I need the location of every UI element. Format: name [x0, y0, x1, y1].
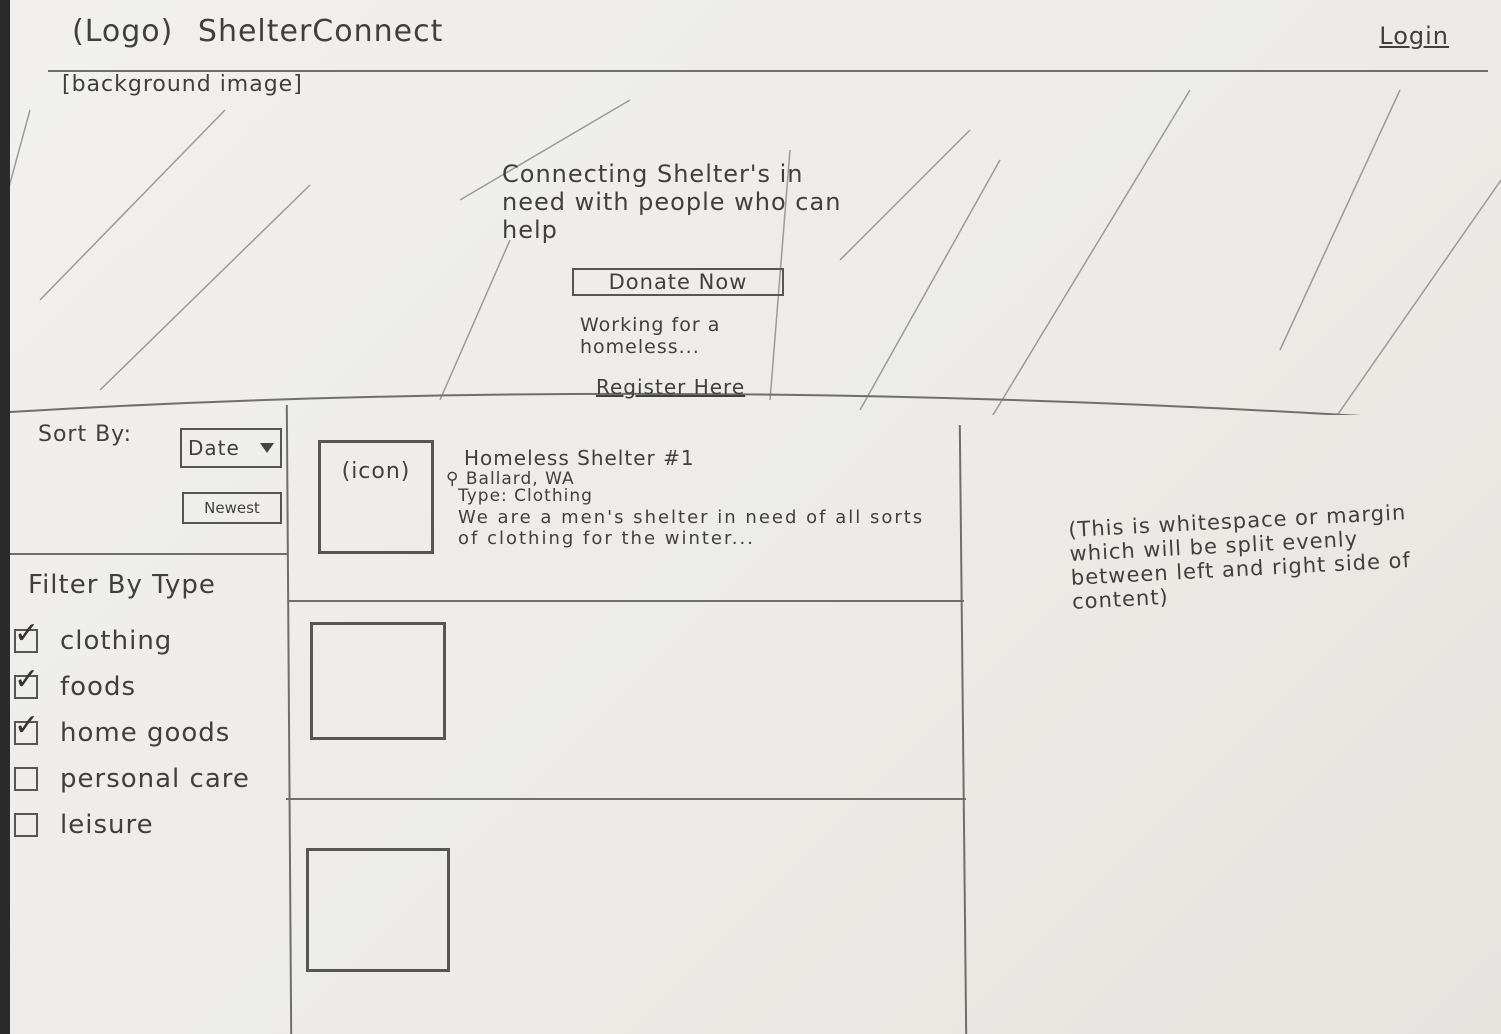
listing-divider — [288, 600, 964, 602]
location-pin-icon: ⚲ — [446, 469, 460, 489]
filter-home-goods[interactable]: ✓ home goods — [14, 710, 274, 756]
checkmark-icon: ✓ — [14, 708, 40, 743]
listing-location-text: Ballard, WA — [465, 469, 575, 489]
listing-location: ⚲ Ballard, WA — [446, 469, 575, 489]
margin-annotation: (This is whitespace or margin which will… — [1067, 500, 1412, 614]
checkmark-icon: ✓ — [14, 662, 40, 697]
sidebar-sort-divider — [10, 553, 288, 555]
register-here-link[interactable]: Register Here — [596, 375, 746, 399]
sort-by-value: Date — [188, 436, 240, 460]
filter-personal-care-label: personal care — [60, 764, 250, 794]
filter-foods[interactable]: ✓ foods — [14, 664, 274, 710]
filter-leisure[interactable]: leisure — [14, 802, 274, 848]
listing-divider — [286, 798, 966, 800]
listing-icon-placeholder[interactable]: (icon) — [318, 440, 434, 554]
background-image-label: [background image] — [62, 72, 303, 97]
filter-leisure-label: leisure — [60, 810, 154, 840]
listing-title[interactable]: Homeless Shelter #1 — [464, 446, 695, 470]
header-divider — [48, 70, 1488, 72]
filter-home-goods-checkbox[interactable]: ✓ — [14, 711, 39, 745]
hero-tagline: Connecting Shelter's in need with people… — [502, 160, 842, 244]
filter-clothing-checkbox[interactable]: ✓ — [14, 619, 39, 653]
sort-order-button[interactable]: Newest — [182, 492, 282, 524]
shelter-prompt-text: Working for a homeless... — [580, 314, 721, 358]
filter-clothing-label: clothing — [60, 626, 173, 656]
hero-banner: [background image] Connecting Shelter's … — [10, 70, 1501, 415]
content-right-divider — [958, 425, 968, 1034]
listing-icon-placeholder[interactable] — [310, 622, 446, 740]
listing-description: We are a men's shelter in need of all so… — [458, 507, 925, 549]
donate-now-button[interactable]: Donate Now — [572, 268, 784, 296]
header-brand: (Logo) ShelterConnect — [72, 14, 457, 49]
filter-by-type-label: Filter By Type — [28, 570, 216, 600]
sort-by-dropdown[interactable]: Date — [180, 428, 282, 468]
chevron-down-icon — [260, 443, 274, 453]
filter-foods-checkbox[interactable]: ✓ — [14, 665, 39, 699]
filter-personal-care[interactable]: personal care — [14, 756, 274, 802]
filter-personal-care-checkbox[interactable] — [14, 767, 38, 791]
listing-type: Type: Clothing — [458, 486, 593, 506]
listing-icon-placeholder[interactable] — [306, 848, 450, 972]
logo-placeholder: (Logo) — [72, 14, 174, 49]
app-title: ShelterConnect — [197, 14, 444, 49]
login-link[interactable]: Login — [1379, 22, 1449, 50]
filter-foods-label: foods — [60, 672, 137, 702]
filter-home-goods-label: home goods — [60, 718, 231, 748]
sidebar-divider — [285, 405, 293, 1034]
filter-leisure-checkbox[interactable] — [14, 813, 38, 837]
filter-clothing[interactable]: ✓ clothing — [14, 618, 274, 664]
sketch-paper: (Logo) ShelterConnect Login [background … — [10, 0, 1501, 1034]
icon-placeholder-label: (icon) — [341, 459, 411, 484]
background-image-hatching — [10, 89, 1501, 415]
checkmark-icon: ✓ — [14, 616, 40, 651]
sort-by-label: Sort By: — [38, 422, 133, 447]
filter-list: ✓ clothing ✓ foods ✓ home goods personal… — [14, 618, 274, 848]
